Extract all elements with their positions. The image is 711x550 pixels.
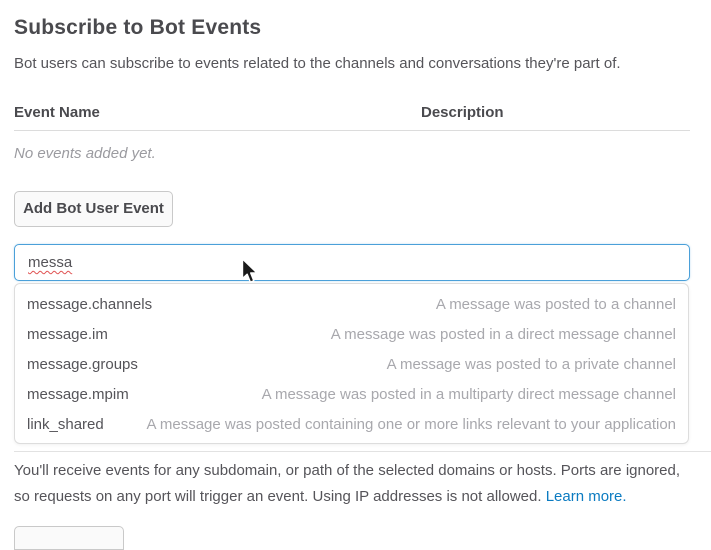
event-name: message.channels xyxy=(27,295,153,313)
event-description: A message was posted to a private channe… xyxy=(386,355,676,373)
event-description: A message was posted in a multiparty dir… xyxy=(261,385,676,403)
event-suggestion-message-channels[interactable]: message.channels A message was posted to… xyxy=(15,289,688,319)
column-header-description: Description xyxy=(421,104,504,121)
event-suggestion-message-im[interactable]: message.im A message was posted in a dir… xyxy=(15,319,688,349)
event-search-input[interactable]: messa xyxy=(14,244,690,281)
event-description: A message was posted in a direct message… xyxy=(330,325,676,343)
empty-events-message: No events added yet. xyxy=(14,145,156,162)
event-name: message.groups xyxy=(27,355,138,373)
column-header-event-name: Event Name xyxy=(14,104,100,121)
add-bot-user-event-button[interactable]: Add Bot User Event xyxy=(14,191,173,227)
event-suggestion-message-mpim[interactable]: message.mpim A message was posted in a m… xyxy=(15,379,688,409)
domain-events-note-text: You'll receive events for any subdomain,… xyxy=(14,462,681,505)
event-name: link_shared xyxy=(27,415,104,433)
event-name: message.mpim xyxy=(27,385,129,403)
section-divider xyxy=(14,451,711,452)
event-description: A message was posted to a channel xyxy=(435,295,676,313)
partial-bottom-button[interactable] xyxy=(14,526,124,550)
event-suggestions-dropdown: message.channels A message was posted to… xyxy=(14,283,689,444)
event-suggestion-message-groups[interactable]: message.groups A message was posted to a… xyxy=(15,349,688,379)
page-subtitle: Bot users can subscribe to events relate… xyxy=(14,55,621,72)
table-header-divider xyxy=(14,130,690,131)
domain-events-note: You'll receive events for any subdomain,… xyxy=(14,458,690,510)
subscribe-bot-events-page: Subscribe to Bot Events Bot users can su… xyxy=(14,16,711,550)
event-suggestion-link-shared[interactable]: link_shared A message was posted contain… xyxy=(15,409,688,439)
page-title: Subscribe to Bot Events xyxy=(14,16,262,39)
learn-more-link[interactable]: Learn more. xyxy=(545,488,627,505)
event-name: message.im xyxy=(27,325,108,343)
event-search-input-value: messa xyxy=(28,254,73,271)
event-description: A message was posted containing one or m… xyxy=(146,415,676,433)
